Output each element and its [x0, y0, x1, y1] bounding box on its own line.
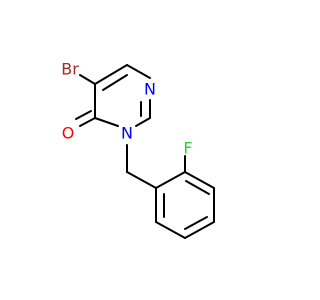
molecule-drawing: Br O N N F [61, 60, 215, 239]
bond-ar2-ar3 [184, 171, 215, 189]
bond-ar1-ar2 [155, 171, 186, 189]
atom-label-o: O [62, 124, 75, 143]
bond-c5-c6-double [102, 74, 128, 91]
atom-label-n3: N [121, 124, 133, 143]
bond-ar4-ar5 [184, 221, 215, 239]
bond-c2-n3 [135, 117, 151, 127]
atom-label-f: F [183, 139, 192, 158]
bond-c5-br [79, 74, 96, 85]
bond-c5-c6 [94, 64, 128, 85]
structure-canvas: Br O N N F [61, 60, 215, 239]
atom-label-br: Br [61, 60, 79, 79]
bond-c6-n1 [126, 64, 151, 79]
bond-c4-o [79, 117, 96, 127]
bond-ch2-c1prime [126, 171, 157, 189]
atom-label-n1: N [144, 80, 156, 99]
bond-ar5-ar6 [155, 221, 186, 239]
bond-ar2-ar3-double [185, 180, 210, 195]
bond-ar4-ar5-double [184, 216, 208, 230]
bond-c4-o-double [75, 110, 92, 120]
bond-n3-c4 [94, 117, 119, 127]
